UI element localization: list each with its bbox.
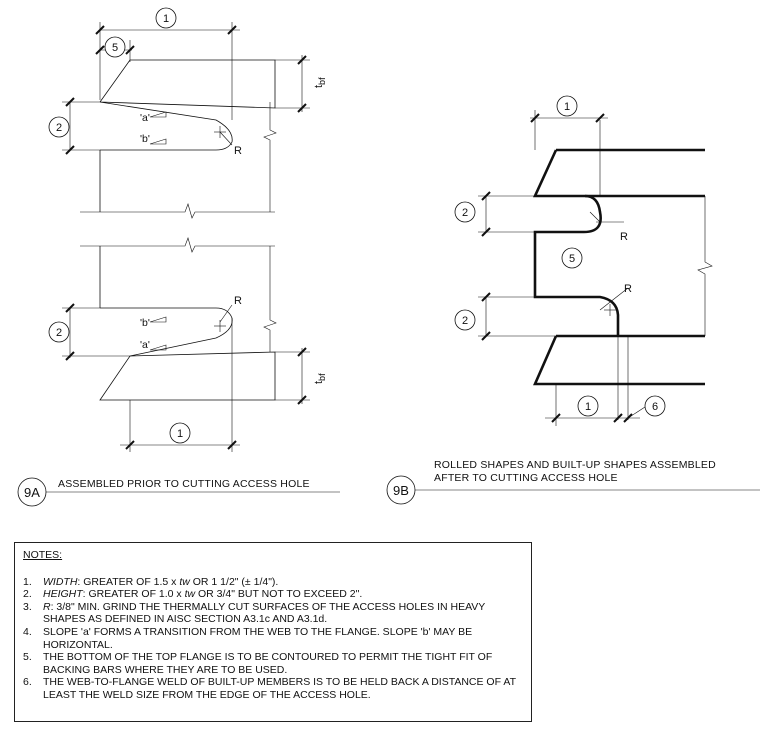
note-text: : 3/8" MIN. GRIND THE THERMALLY CUT SURF… [43, 600, 486, 626]
detail-9a-callouts: 1 5 2 2 1 'a' 'b' 'b' 'a' R R tbf tbf [48, 7, 327, 444]
slope-a-label: 'a' [140, 112, 150, 124]
slope-b-label: 'b' [140, 133, 150, 145]
slope-b-label: 'b' [140, 317, 150, 329]
notes-list: 1. WIDTH: GREATER OF 1.5 x tw OR 1 1/2" (… [23, 576, 523, 702]
note-var: tw [184, 588, 196, 601]
note-text: HEIGHT: GREATER OF 1.0 x tw OR 3/4" BUT … [43, 588, 362, 601]
note-item: 6. THE WEB-TO-FLANGE WELD OF BUILT-UP MEM… [23, 676, 523, 701]
notes-title: NOTES: [23, 549, 63, 561]
note-text: THE BOTTOM OF THE TOP FLANGE IS TO BE CO… [43, 651, 493, 676]
detail-9b-section [532, 120, 713, 420]
callout-width: 1 [585, 401, 591, 413]
detail-9a-bottom-flange [80, 237, 277, 401]
note-text: THE WEB-TO-FLANGE WELD OF BUILT-UP MEMBE… [43, 676, 516, 701]
note-term: HEIGHT [43, 588, 83, 601]
note-number: 4. [23, 625, 32, 638]
note-number: 1. [23, 575, 32, 588]
detail-9b-caption-line2: AFTER TO CUTTING ACCESS HOLE [434, 472, 618, 484]
detail-tag-9b: 9B [393, 483, 409, 498]
note-term: R [43, 600, 51, 613]
note-number: 2. [23, 588, 32, 601]
callout-weld: 6 [652, 401, 658, 413]
callout-height: 2 [462, 207, 468, 219]
note-var: tw [179, 575, 190, 588]
note-term: WIDTH [43, 575, 78, 588]
note-text: : GREATER OF 1.5 x [77, 575, 180, 588]
callout-contour: 5 [112, 42, 118, 54]
flange-thickness-label: tbf [313, 373, 327, 384]
callout-contour: 5 [569, 253, 575, 265]
detail-tag-9a: 9A [24, 485, 40, 500]
note-text: THE WEB-TO-FLANGE WELD OF BUILT-UP MEMBE… [43, 676, 523, 701]
detail-9a-top-flange [80, 59, 277, 219]
slope-a-label: 'a' [140, 339, 150, 351]
note-number: 3. [23, 600, 32, 613]
note-number: 6. [23, 676, 32, 689]
callout-width: 1 [564, 101, 570, 113]
note-text: SLOPE 'a' FORMS A TRANSITION FROM THE WE… [43, 626, 523, 651]
radius-label: R [234, 145, 242, 157]
callout-height: 2 [56, 122, 62, 134]
note-text2: OR 1 1/2" (± 1/4"). [189, 575, 279, 588]
detail-9a-caption: 9A ASSEMBLED PRIOR TO CUTTING ACCESS HOL… [17, 477, 340, 507]
note-text: : GREATER OF 1.0 x [82, 588, 185, 601]
note-item: 4. SLOPE 'a' FORMS A TRANSITION FROM THE … [23, 626, 523, 651]
detail-9a-bottom-dimensions [62, 303, 310, 452]
detail-9b-dimensions [478, 110, 646, 426]
detail-9a-top-dimensions [62, 22, 310, 155]
detail-9b-caption: 9B ROLLED SHAPES AND BUILT-UP SHAPES ASS… [386, 459, 760, 505]
note-item: 1. WIDTH: GREATER OF 1.5 x tw OR 1 1/2" (… [23, 576, 523, 589]
radius-label: R [624, 283, 632, 295]
note-text: THE BOTTOM OF THE TOP FLANGE IS TO BE CO… [43, 651, 523, 676]
callout-width: 1 [163, 13, 169, 25]
note-item: 3. R: 3/8" MIN. GRIND THE THERMALLY CUT S… [23, 601, 523, 626]
radius-label: R [234, 295, 242, 307]
callout-height: 2 [462, 315, 468, 327]
detail-9b-caption-line1: ROLLED SHAPES AND BUILT-UP SHAPES ASSEMB… [434, 459, 716, 471]
radius-label: R [620, 231, 628, 243]
note-text: R: 3/8" MIN. GRIND THE THERMALLY CUT SUR… [43, 601, 523, 626]
note-text2: OR 3/4" BUT NOT TO EXCEED 2". [195, 588, 363, 601]
notes-box: NOTES: 1. WIDTH: GREATER OF 1.5 x tw OR 1… [14, 542, 532, 722]
note-text: SLOPE 'a' FORMS A TRANSITION FROM THE WE… [43, 625, 473, 651]
note-text: WIDTH: GREATER OF 1.5 x tw OR 1 1/2" (± … [43, 576, 278, 589]
note-item: 2. HEIGHT: GREATER OF 1.0 x tw OR 3/4" BU… [23, 588, 523, 601]
detail-9b-callouts: 1 2 5 2 1 6 R R [454, 95, 666, 417]
callout-height: 2 [56, 327, 62, 339]
flange-thickness-label: tbf [313, 77, 327, 88]
detail-9a-caption-text: ASSEMBLED PRIOR TO CUTTING ACCESS HOLE [58, 478, 310, 490]
note-item: 5. THE BOTTOM OF THE TOP FLANGE IS TO BE … [23, 651, 523, 676]
note-number: 5. [23, 651, 32, 664]
callout-width: 1 [177, 428, 183, 440]
